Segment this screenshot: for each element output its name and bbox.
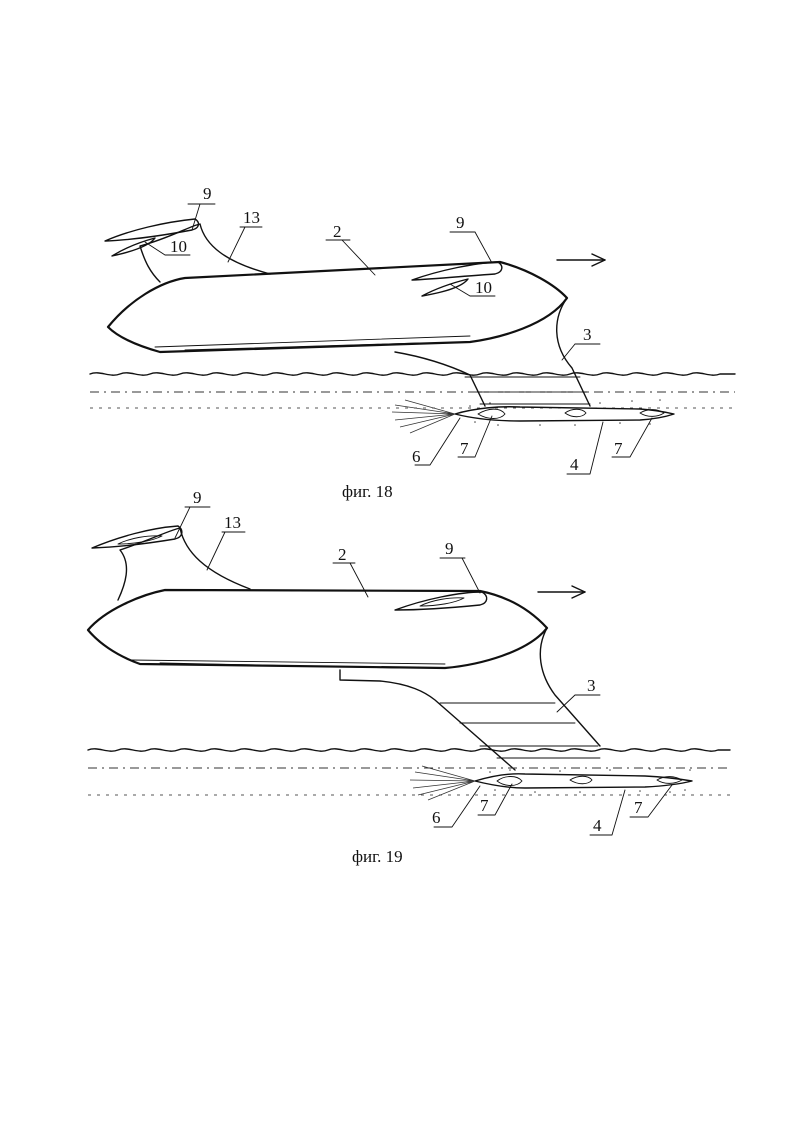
fig19-cavitation-dots (489, 768, 691, 793)
fig18-cavitation-dots (469, 399, 661, 426)
fig19-label-3: 3 (587, 676, 596, 695)
fig18-label-4: 4 (570, 455, 579, 474)
fig19-label-4: 4 (593, 816, 602, 835)
fig19-wing-9-left (91, 525, 183, 549)
fig19-main-body (86, 588, 549, 670)
fig18-label-9-right: 9 (456, 213, 465, 232)
direction-arrow-icon (537, 585, 586, 599)
fig18-wing-10-right (421, 278, 469, 297)
fig19-label-7-left: 7 (480, 796, 489, 815)
fig19-caption: фиг. 19 (352, 847, 403, 866)
fig18-label-3: 3 (583, 325, 592, 344)
fig18-wing-9-left (104, 218, 200, 242)
fig18-fin-13 (139, 223, 271, 283)
fig19-bottom-line-2 (159, 662, 401, 669)
fig18-label-9-left: 9 (203, 184, 212, 203)
fig19-label-2: 2 (338, 545, 347, 564)
fig19-wing-inner-left (117, 535, 163, 545)
fig18-leader-lines (144, 203, 653, 475)
fig19-water-surface (87, 748, 731, 752)
fig19-label-9-right: 9 (445, 539, 454, 558)
direction-arrow-icon (556, 253, 606, 267)
fig19-submerged-hull (474, 773, 693, 789)
figure-18: 9 13 10 2 9 10 3 6 7 4 7 фиг. 18 (89, 184, 736, 501)
fig18-label-13: 13 (243, 208, 260, 227)
fig19-strut-bands (439, 702, 601, 759)
fig18-propulsor-7a (477, 408, 665, 419)
figure-19: 9 13 2 9 3 6 7 4 7 фиг. 19 (86, 488, 731, 866)
fig19-spray-jets (409, 765, 476, 801)
fig19-bottom-line (129, 659, 446, 665)
fig18-wing-9-right (411, 261, 503, 281)
fig18-label-6: 6 (412, 447, 421, 466)
fig18-main-body (106, 260, 569, 354)
fig19-wing-inner-right (419, 597, 465, 607)
fig18-strut-bands (464, 376, 591, 405)
fig18-label-10-right: 10 (475, 278, 492, 297)
fig19-label-6: 6 (432, 808, 441, 827)
fig18-strut (394, 297, 591, 407)
fig18-label-7-left: 7 (460, 439, 469, 458)
fig19-leader-lines (174, 506, 673, 836)
fig19-label-13: 13 (224, 513, 241, 532)
fig18-label-2: 2 (333, 222, 342, 241)
fig18-label-10-left: 10 (170, 237, 187, 256)
fig18-submerged-hull (454, 406, 675, 422)
fig19-wing-9-right (394, 591, 488, 611)
fig19-label-7-right: 7 (634, 798, 643, 817)
fig18-water-surface (89, 372, 736, 376)
fig19-strut (339, 627, 601, 771)
fig18-bottom-line (154, 335, 471, 348)
fig18-bottom-line-2 (184, 342, 421, 351)
fig19-label-9-left: 9 (193, 488, 202, 507)
fig18-wing-10-left (111, 237, 156, 257)
fig19-propulsors (496, 775, 683, 786)
fig18-label-7-right: 7 (614, 439, 623, 458)
fig18-caption: фиг. 18 (342, 482, 393, 501)
fig18-spray-jets (391, 399, 456, 434)
